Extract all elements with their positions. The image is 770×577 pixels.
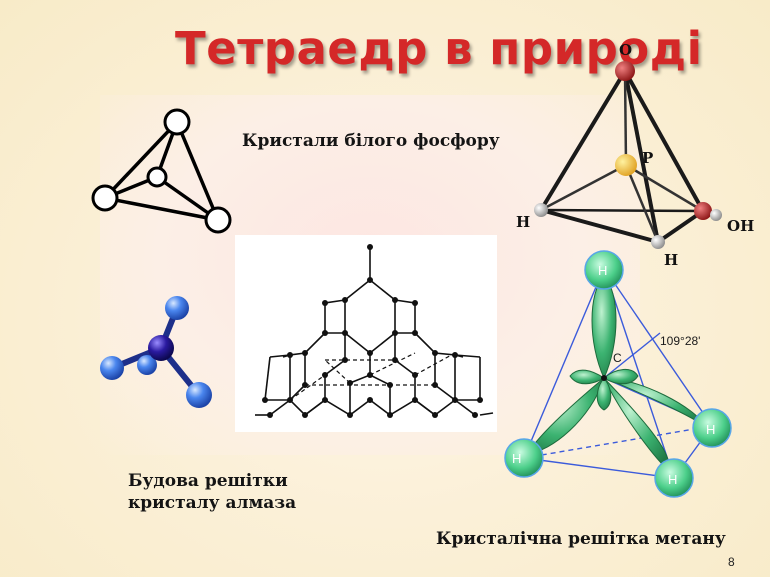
label-h-bottom: H [668,472,677,487]
caption-diamond-line1: Будова решітки [128,471,288,491]
label-hydrogen-bottom: H [664,251,678,269]
label-h-left: H [512,451,521,466]
tetrahedral-molecule-figure [100,296,212,408]
caption-white-phosphorus: Кристали білого фосфору [242,131,500,151]
label-hydrogen-left: H [516,213,530,231]
page-number: 8 [728,555,735,569]
phosphoric-acid-figure: O P H OH H [516,41,754,269]
methane-lattice-figure: H H H H C 109°28' [504,250,732,498]
diamond-lattice-figure [235,235,497,432]
label-phosphorus: P [642,149,653,167]
label-bond-angle: 109°28' [660,334,700,348]
label-h-right: H [706,422,715,437]
label-h-top: H [598,263,607,278]
label-hydroxyl: OH [727,217,754,235]
label-carbon: C [613,351,622,365]
white-phosphorus-figure [91,108,232,234]
label-oxygen: O [619,41,632,59]
caption-diamond-lattice: Будова решітки кристалу алмаза [128,470,296,514]
caption-diamond-line2: кристалу алмаза [128,493,297,513]
caption-methane-lattice: Кристалічна решітка метану [436,529,726,549]
